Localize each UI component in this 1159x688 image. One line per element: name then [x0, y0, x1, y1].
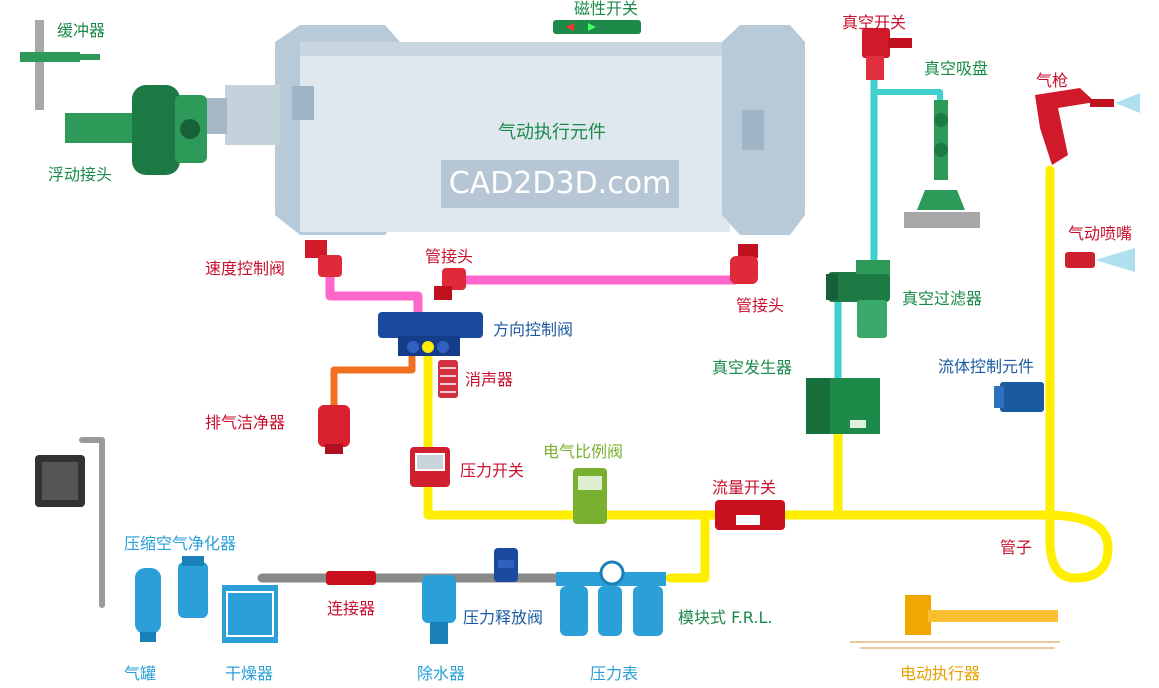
- flow-switch-part: [715, 500, 785, 530]
- fitting-left-part: [434, 268, 466, 300]
- buffer-part: [20, 20, 100, 110]
- relief-valve-part: [494, 548, 518, 582]
- cyan-pipe-cup: [871, 89, 943, 123]
- label-air-gun: 气枪: [1036, 71, 1069, 90]
- label-electric-actuator: 电动执行器: [900, 664, 981, 683]
- direction-valve-part: [378, 312, 483, 356]
- label-silencer: 消声器: [465, 370, 514, 389]
- air-tank-part: [135, 568, 161, 642]
- air-nozzle-part: [1065, 248, 1135, 272]
- air-cleaner-part: [178, 556, 208, 618]
- label-tank: 气罐: [124, 664, 157, 683]
- label-buffer: 缓冲器: [57, 21, 106, 40]
- vacuum-cup-part: [904, 100, 980, 228]
- vacuum-switch-part: [862, 28, 912, 80]
- label-vacuum-generator: 真空发生器: [712, 358, 793, 377]
- exhaust-cleaner-part: [318, 405, 350, 454]
- label-tube: 管子: [1000, 538, 1033, 557]
- label-exhaust-cleaner: 排气洁净器: [205, 413, 286, 432]
- label-flow-switch: 流量开关: [712, 478, 777, 497]
- fluid-element-part: [994, 382, 1044, 412]
- label-frl: 模块式 F.R.L.: [678, 608, 773, 627]
- pink-pipe-left: [325, 265, 423, 323]
- pressure-switch-part: [410, 447, 450, 487]
- label-fluid-element: 流体控制元件: [938, 357, 1035, 376]
- vacuum-generator-part: [806, 378, 880, 434]
- label-connector: 连接器: [327, 599, 376, 618]
- diagram-title: 气动执行元件: [498, 122, 606, 143]
- floating-joint-part: [65, 85, 207, 175]
- label-gauge: 压力表: [590, 664, 639, 683]
- vacuum-filter-part: [826, 260, 890, 338]
- fitting-right-part: [730, 244, 758, 284]
- yellow-pipe-main: [665, 165, 1113, 583]
- label-vacuum-switch: 真空开关: [842, 13, 907, 32]
- orange-pipe-exhaust: [330, 346, 416, 409]
- supply-pipe-grey: [79, 437, 105, 608]
- air-gun-part: [1035, 88, 1140, 165]
- yellow-pipe-left: [423, 345, 710, 520]
- pipes: [79, 76, 1113, 608]
- label-speed-valve: 速度控制阀: [205, 259, 286, 278]
- frl-part: [556, 560, 666, 636]
- label-fitting-left: 管接头: [425, 247, 474, 266]
- pneumatic-cylinder: [205, 25, 805, 235]
- label-proportional-valve: 电气比例阀: [543, 442, 624, 461]
- compressor-part: [35, 455, 85, 507]
- silencer-part: [438, 360, 458, 398]
- magnetic-switch-part: [553, 20, 641, 34]
- label-floating-joint: 浮动接头: [48, 165, 113, 184]
- electric-actuator-part: [850, 595, 1060, 649]
- label-dryer: 干燥器: [225, 664, 274, 683]
- label-vacuum-cup: 真空吸盘: [924, 59, 989, 78]
- speed-valve-part: [305, 240, 342, 277]
- connector-part: [326, 571, 376, 585]
- label-pressure-switch: 压力开关: [460, 461, 525, 480]
- label-drain: 除水器: [417, 664, 466, 683]
- label-vacuum-filter: 真空过滤器: [902, 289, 983, 308]
- label-air-nozzle: 气动喷嘴: [1068, 224, 1133, 243]
- label-air-cleaner: 压缩空气净化器: [124, 534, 237, 553]
- dryer-part: [222, 585, 278, 643]
- label-magnetic-switch: 磁性开关: [574, 0, 639, 18]
- proportional-valve-part: [573, 468, 607, 524]
- label-relief-valve: 压力释放阀: [463, 608, 544, 627]
- label-direction-valve: 方向控制阀: [493, 320, 574, 339]
- watermark: CAD2D3D.com: [441, 160, 679, 208]
- label-fitting-right: 管接头: [736, 296, 785, 315]
- drain-part: [422, 575, 456, 644]
